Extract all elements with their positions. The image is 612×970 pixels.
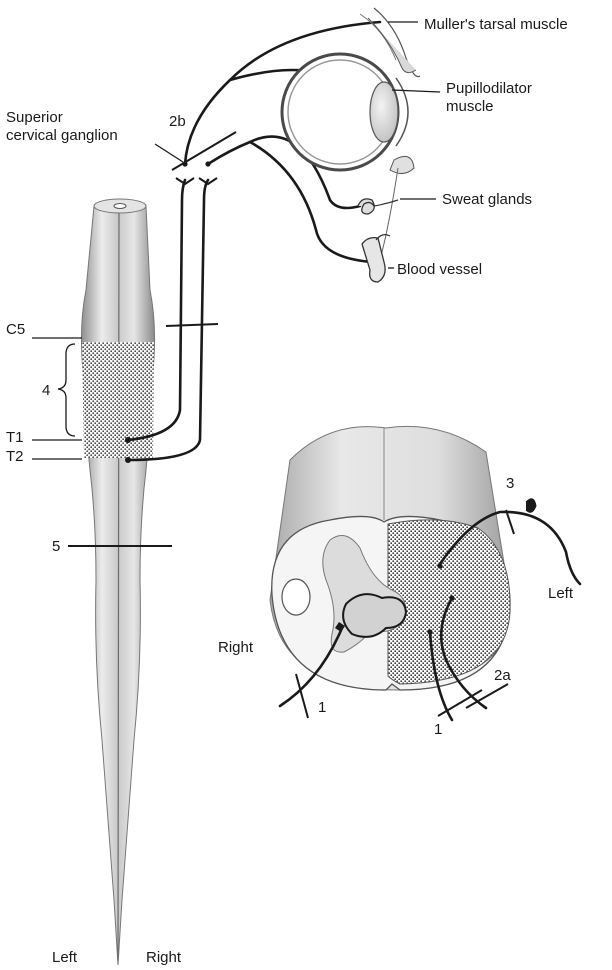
marker-1-left: 1 xyxy=(434,721,442,738)
sweat-gland-icon xyxy=(357,198,399,215)
lesion-1-right-line xyxy=(295,673,309,719)
superior-label-2: cervical ganglion xyxy=(6,127,118,144)
cross-section-right-label: Right xyxy=(218,639,254,656)
t1-label: T1 xyxy=(6,429,24,446)
lesion-2a-line xyxy=(465,683,509,709)
pupillodilator-label-2: muscle xyxy=(446,98,494,115)
brace-c5-t1 xyxy=(57,343,76,437)
blood-label: Blood vessel xyxy=(397,261,482,278)
pupillodilator-pointer xyxy=(391,89,441,93)
sweat-label: Sweat glands xyxy=(442,191,532,208)
lesion-1-left-line xyxy=(437,689,483,717)
fiber-left-dorsal xyxy=(438,510,582,586)
marker-2b: 2b xyxy=(169,113,186,130)
lesion-zone-c5-t2 xyxy=(82,342,154,458)
preganglionic-fiber-t1 xyxy=(126,178,187,442)
marker-2a: 2a xyxy=(494,667,511,684)
marker-5: 5 xyxy=(52,538,60,555)
spinal-right-label: Right xyxy=(146,949,182,966)
cross-section-left-label: Left xyxy=(548,585,574,602)
blood-vessel-icon xyxy=(361,234,391,283)
spinal-cross-section xyxy=(269,425,582,722)
marker-4: 4 xyxy=(42,382,50,399)
marker-3: 3 xyxy=(506,475,514,492)
postganglionic-to-muller xyxy=(183,20,382,166)
pupillodilator-label-1: Pupillodilator xyxy=(446,80,532,97)
superior-label-1: Superior xyxy=(6,109,63,126)
lesion-2b-line xyxy=(171,131,237,171)
ganglion-pointer xyxy=(154,143,184,163)
marker-1-right: 1 xyxy=(318,699,326,716)
preganglionic-fiber-t2 xyxy=(126,178,210,462)
preganglionic-cut xyxy=(165,323,219,327)
lesion-3-line xyxy=(505,509,515,535)
eye-illustration xyxy=(280,7,421,279)
c5-label: C5 xyxy=(6,321,25,338)
muller-label: Muller's tarsal muscle xyxy=(424,16,568,33)
spinal-cord xyxy=(80,198,156,966)
spinal-left-label: Left xyxy=(52,949,78,966)
fiber-right-ventral xyxy=(278,626,344,708)
fiber-left-ventral-1 xyxy=(428,630,454,722)
postganglionic-to-vessel xyxy=(248,140,374,264)
t2-label: T2 xyxy=(6,448,24,465)
